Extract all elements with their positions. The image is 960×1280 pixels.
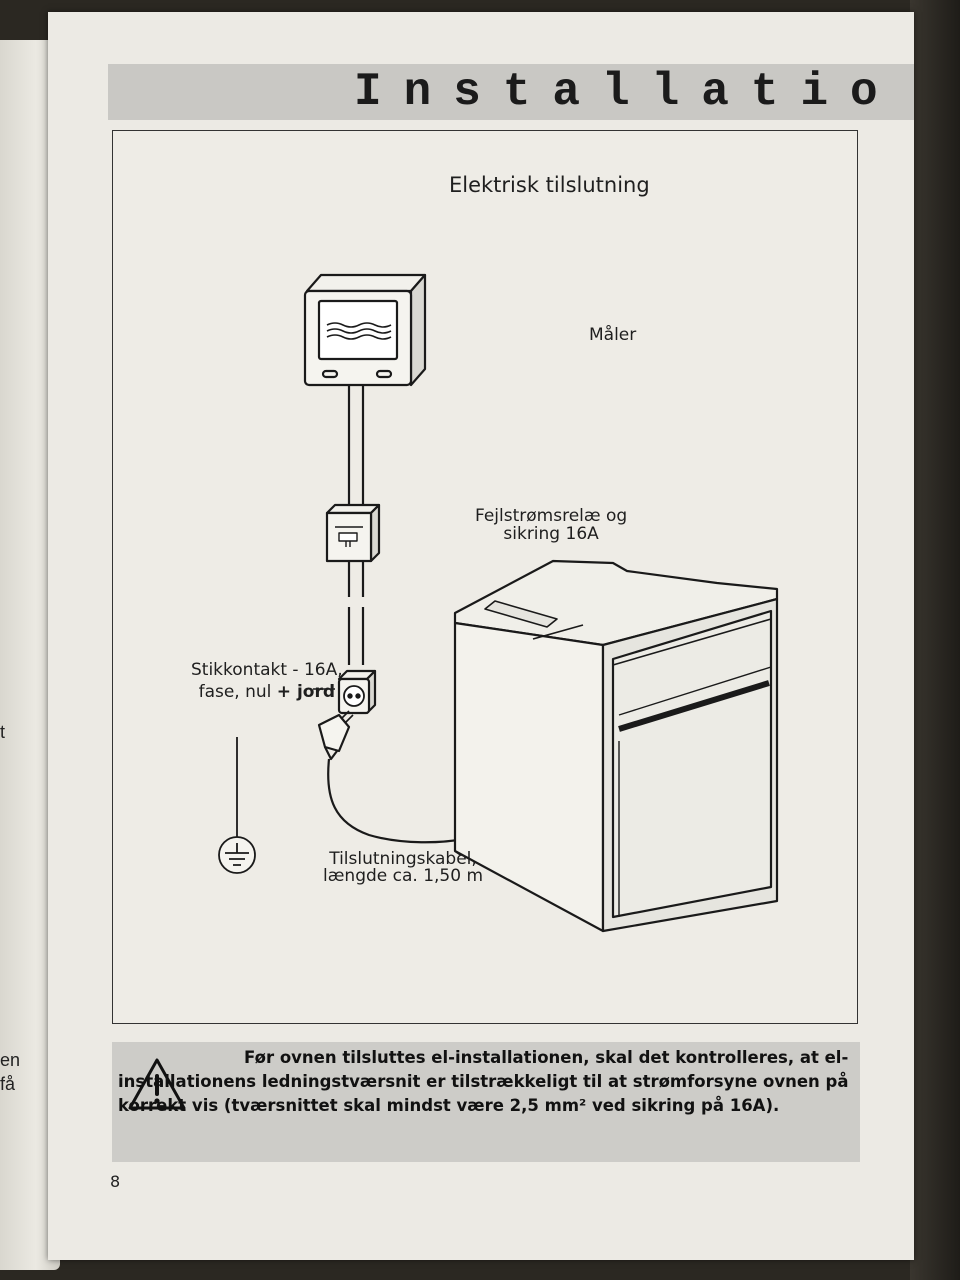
meter-label: Måler (589, 325, 637, 345)
background-surface (910, 0, 960, 1280)
section-header: Installatio (108, 64, 914, 120)
warning-box: Før ovnen tilsluttes el-installationen, … (112, 1042, 860, 1162)
cable-label: Tilslutningskabel, længde ca. 1,50 m (323, 851, 483, 885)
ground-symbol-icon (218, 737, 256, 874)
wiring-diagram-illustration (218, 273, 779, 933)
warning-text: Før ovnen tilsluttes el-installationen, … (118, 1048, 849, 1115)
cable-label-line: Tilslutningskabel, (329, 849, 477, 869)
socket-label-line: Stikkontakt - 16A, (191, 660, 343, 680)
relay-label: Fejlstrømsrelæ og sikring 16A (475, 507, 627, 543)
diagram-title: Elektrisk tilslutning (449, 173, 650, 197)
cable-label-line: længde ca. 1,50 m (323, 866, 484, 886)
warning-triangle-icon (128, 1058, 186, 1110)
adjacent-page-fragment: t (0, 722, 6, 742)
section-title: Installatio (354, 66, 900, 118)
socket-label-line: fase, nul + jord (191, 681, 343, 703)
plug-icon (317, 710, 354, 761)
relay-label-line: sikring 16A (503, 524, 599, 544)
socket-label: Stikkontakt - 16A, fase, nul + jord (191, 659, 343, 703)
electric-meter-icon (303, 273, 427, 387)
socket-label-text: fase, nul (198, 682, 277, 702)
manual-page: Installatio (48, 12, 914, 1260)
wiring-diagram: Elektrisk tilslutning Måler Fejlstrømsre… (112, 130, 858, 1024)
page-number: 8 (110, 1172, 121, 1191)
oven-icon (453, 559, 779, 933)
adjacent-page-fragment: få (0, 1074, 16, 1094)
adjacent-page-fragment: en (0, 1050, 21, 1070)
socket-label-ground: + jord (276, 682, 336, 702)
circuit-breaker-icon (325, 503, 381, 563)
wall-socket-icon (337, 669, 377, 715)
relay-label-line: Fejlstrømsrelæ og (475, 506, 628, 526)
